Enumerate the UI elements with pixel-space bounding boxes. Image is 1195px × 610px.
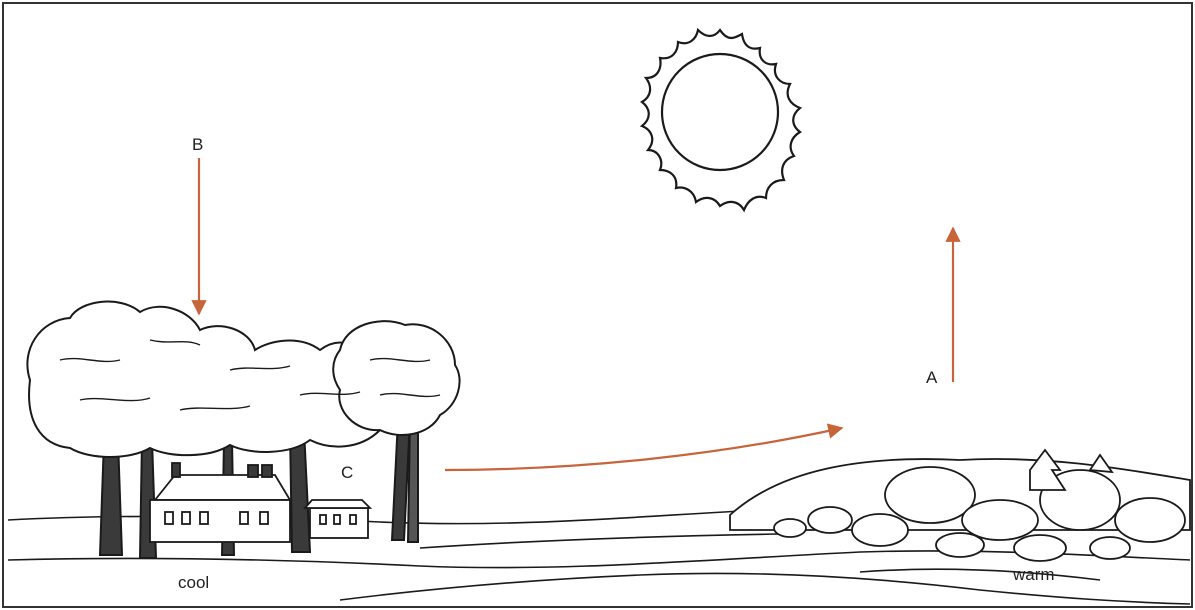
label-warm: warm bbox=[1012, 565, 1055, 584]
label-c: C bbox=[341, 463, 353, 482]
house-icon bbox=[150, 463, 370, 542]
label-a: A bbox=[926, 368, 938, 387]
label-b: B bbox=[192, 135, 203, 154]
boulder-icon bbox=[730, 450, 1190, 561]
label-cool: cool bbox=[178, 573, 209, 592]
sun-icon bbox=[642, 30, 800, 210]
arrow-c-curve bbox=[445, 428, 842, 470]
